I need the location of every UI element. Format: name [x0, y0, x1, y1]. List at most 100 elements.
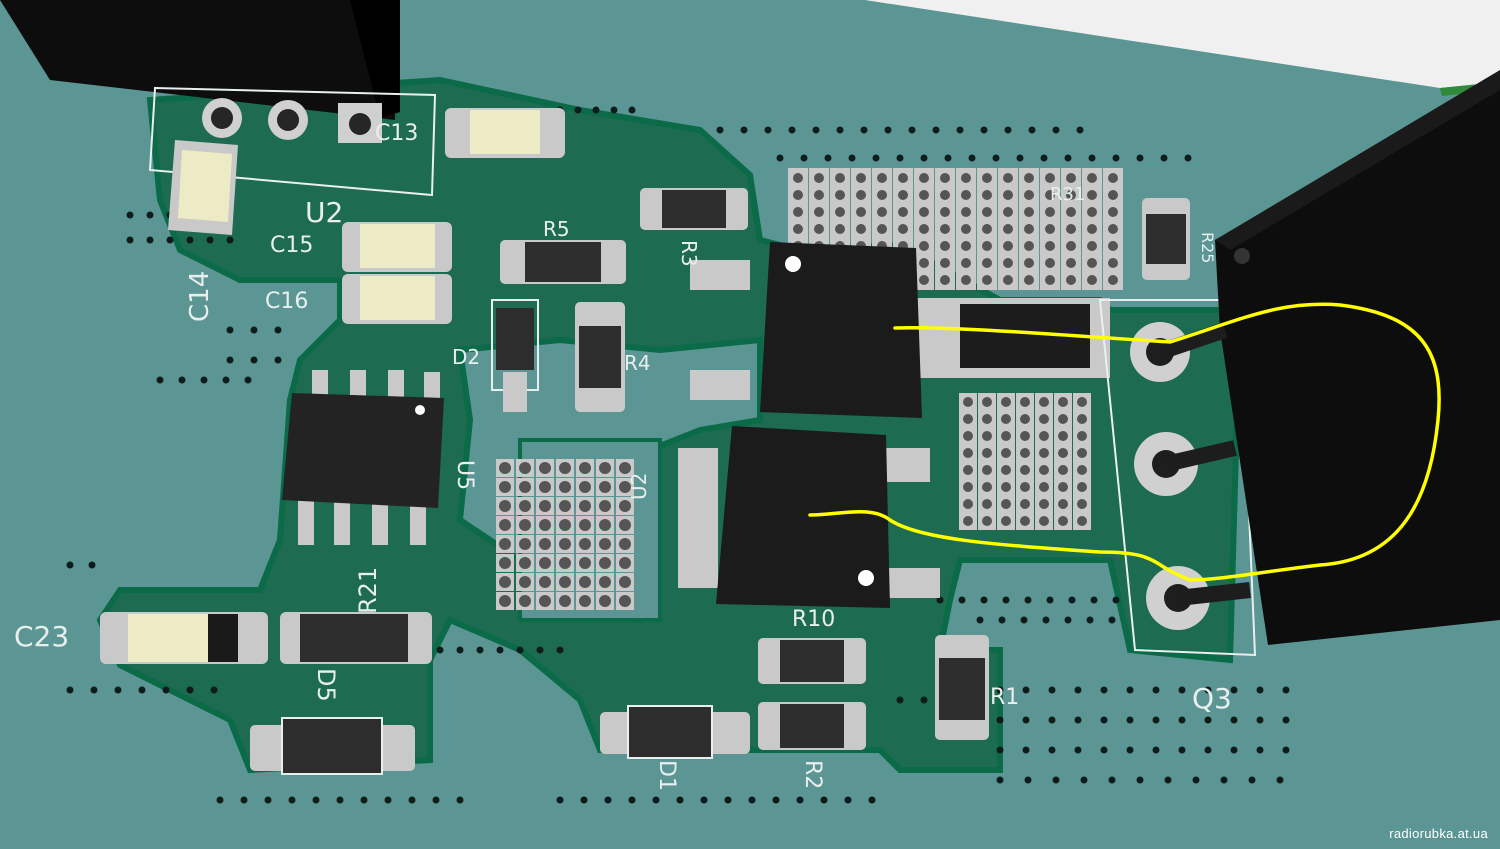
via: [896, 154, 904, 162]
pad-hole: [579, 595, 591, 607]
via: [574, 106, 582, 114]
pad-hole: [961, 190, 971, 200]
pad-hole: [1077, 482, 1087, 492]
pad-hole: [961, 258, 971, 268]
pad-hole: [539, 538, 551, 550]
pad-hole: [619, 576, 631, 588]
pad-hole: [963, 516, 973, 526]
pad-hole: [559, 519, 571, 531]
via: [556, 646, 564, 654]
transistor-q3-body: [1157, 70, 1500, 849]
pad-hole: [499, 500, 511, 512]
pad-hole: [963, 465, 973, 475]
pad-hole: [599, 481, 611, 493]
pad-hole: [814, 173, 824, 183]
via: [126, 236, 134, 244]
pad-hole: [940, 173, 950, 183]
pad-hole: [579, 481, 591, 493]
resistor-r10-body: [758, 638, 866, 684]
pad-hole: [559, 557, 571, 569]
via: [1042, 616, 1050, 624]
via: [456, 796, 464, 804]
pad-hole: [1087, 258, 1097, 268]
via: [312, 796, 320, 804]
pad-hole: [1024, 275, 1034, 285]
pad-hole: [519, 576, 531, 588]
pad-hole: [1066, 207, 1076, 217]
via: [996, 746, 1004, 754]
via: [1152, 716, 1160, 724]
pad-hole: [982, 499, 992, 509]
pad-hole: [1108, 258, 1118, 268]
via: [216, 796, 224, 804]
via: [772, 796, 780, 804]
pad-hole: [599, 462, 611, 474]
via: [114, 686, 122, 694]
ic-u5-chip: [282, 370, 444, 545]
pad-hole: [963, 448, 973, 458]
pad-hole: [579, 519, 591, 531]
pad-hole: [579, 538, 591, 550]
via: [1184, 154, 1192, 162]
pad-hole: [919, 241, 929, 251]
pad-hole: [1045, 173, 1055, 183]
via: [1076, 126, 1084, 134]
via: [1204, 746, 1212, 754]
pad-hole: [1066, 241, 1076, 251]
via: [1178, 716, 1186, 724]
pad-hole: [940, 258, 950, 268]
via: [1276, 776, 1284, 784]
pad-hole: [1108, 241, 1118, 251]
via: [1192, 776, 1200, 784]
pad-hole: [539, 576, 551, 588]
via: [1048, 686, 1056, 694]
pad-hole: [793, 173, 803, 183]
via: [1220, 776, 1228, 784]
via: [1256, 746, 1264, 754]
pad-hole: [1039, 499, 1049, 509]
pad-hole: [1077, 414, 1087, 424]
via: [244, 376, 252, 384]
via: [1126, 746, 1134, 754]
pad-hole: [1001, 414, 1011, 424]
pad-hole: [539, 481, 551, 493]
pad-hole: [982, 397, 992, 407]
via: [90, 686, 98, 694]
pad-hole: [940, 224, 950, 234]
via: [1074, 716, 1082, 724]
via: [88, 561, 96, 569]
label-r31: R31: [1050, 184, 1085, 205]
via: [956, 126, 964, 134]
via: [1040, 154, 1048, 162]
pad-hole: [1087, 275, 1097, 285]
via: [1230, 716, 1238, 724]
label-r2: R2: [800, 760, 825, 789]
pad-hole: [1087, 224, 1097, 234]
pad-hole: [1001, 465, 1011, 475]
via: [1086, 616, 1094, 624]
capacitor-c16-body: [342, 274, 452, 324]
via: [920, 696, 928, 704]
pad-hole: [1058, 431, 1068, 441]
via: [186, 686, 194, 694]
pad-hole: [1039, 397, 1049, 407]
pad-hole: [963, 431, 973, 441]
pad-hole: [982, 516, 992, 526]
via: [1204, 686, 1212, 694]
via: [432, 796, 440, 804]
pad-hole: [856, 190, 866, 200]
pad-hole: [856, 207, 866, 217]
pad-hole: [519, 500, 531, 512]
via: [496, 646, 504, 654]
pad-hole: [1020, 414, 1030, 424]
pad-hole: [599, 576, 611, 588]
label-c15: C15: [270, 233, 313, 258]
via: [1080, 776, 1088, 784]
jumper-wire: [808, 302, 1441, 582]
via: [836, 126, 844, 134]
via: [1090, 596, 1098, 604]
pad-hole: [1058, 397, 1068, 407]
pad-hole: [982, 275, 992, 285]
pad-hole: [1108, 224, 1118, 234]
